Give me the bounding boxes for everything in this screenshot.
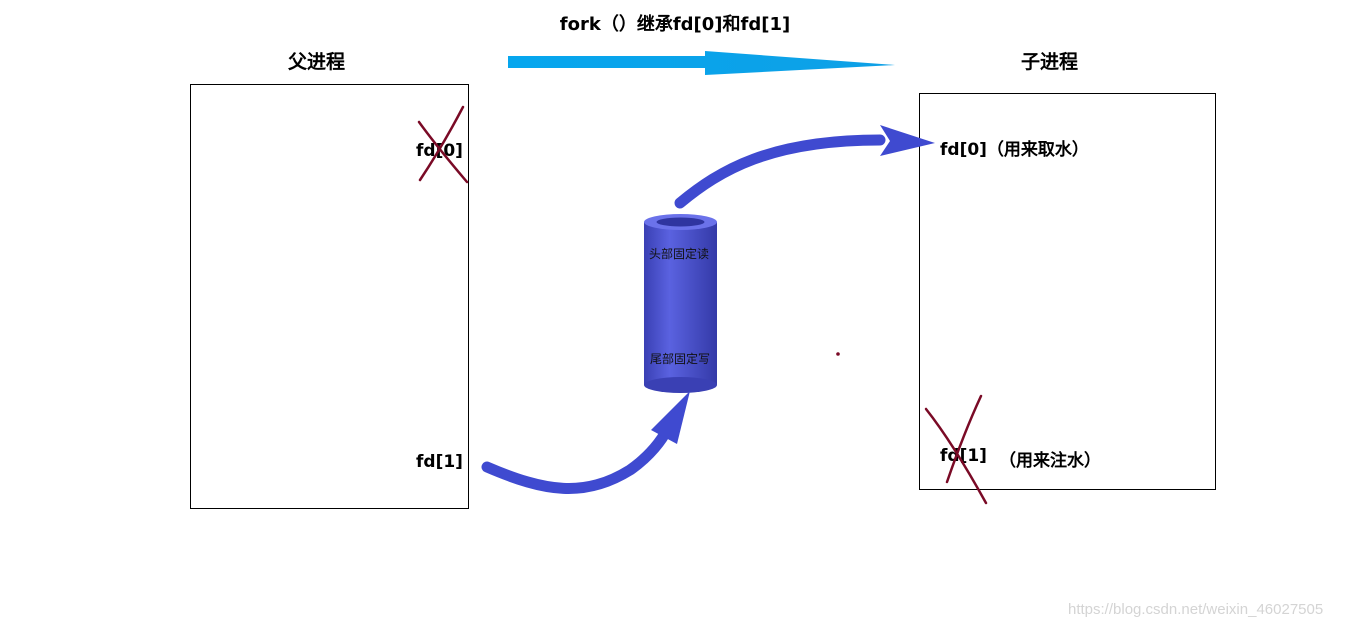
fork-arrow bbox=[508, 51, 895, 75]
child-fd0-label: fd[0]（用来取水） bbox=[940, 140, 1089, 160]
child-fd1-note: （用来注水） bbox=[999, 451, 1101, 471]
write-flow-arrow bbox=[481, 391, 690, 495]
watermark: https://blog.csdn.net/weixin_46027505 bbox=[1068, 601, 1324, 618]
parent-fd1-label: fd[1] bbox=[416, 452, 463, 472]
parent-process-box bbox=[190, 84, 469, 509]
parent-process-label: 父进程 bbox=[288, 51, 346, 73]
child-process-label: 子进程 bbox=[1021, 51, 1079, 73]
pipe-cylinder bbox=[644, 214, 717, 393]
child-fd1-label: fd[1] bbox=[940, 446, 987, 466]
read-flow-arrow bbox=[674, 125, 935, 209]
parent-fd0-cross-mark bbox=[417, 105, 469, 184]
stray-dot bbox=[836, 352, 840, 356]
pipe-write-end-label: 尾部固定写 bbox=[650, 352, 711, 366]
pipe-read-end-label: 头部固定读 bbox=[649, 247, 710, 261]
child-fd1-cross-mark bbox=[924, 394, 988, 505]
diagram-title: fork（）继承fd[0]和fd[1] bbox=[559, 14, 791, 35]
